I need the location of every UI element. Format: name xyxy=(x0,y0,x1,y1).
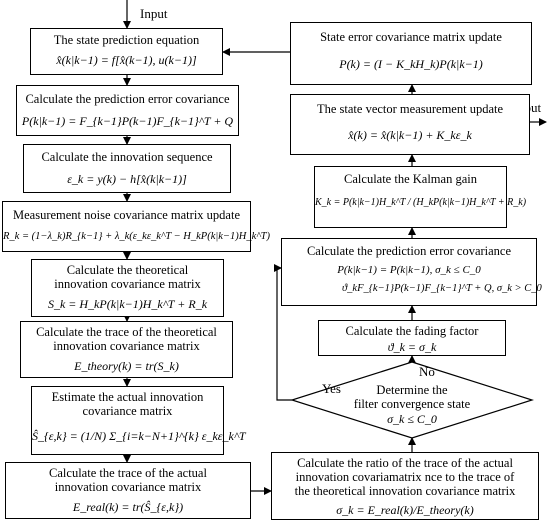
box-equation: E_real(k) = tr(Ŝ_{ε,k}) xyxy=(72,500,184,514)
state-error-covariance-update-box: State error covariance matrix update P(k… xyxy=(290,22,532,85)
box-equation: S_k = H_kP(k|k−1)H_k^T + R_k xyxy=(47,297,208,311)
fading-factor-box: Calculate the fading factor ϑ_k = σ_k xyxy=(318,320,506,356)
box-title: Estimate the actual innovation xyxy=(51,390,204,404)
kalman-gain-box: Calculate the Kalman gain K_k = P(k|k−1)… xyxy=(314,166,527,228)
box-equation: P(k) = (I − K_kH_k)P(k|k−1) xyxy=(339,57,483,71)
diamond-title: Determine the xyxy=(376,383,448,397)
box-title-line2: innovation covariance matrix xyxy=(54,480,202,494)
actual-innovation-estimate-box: Estimate the actual innovation covarianc… xyxy=(31,386,246,455)
box-title: The state vector measurement update xyxy=(316,102,504,116)
box-equation: K_k = P(k|k−1)H_k^T / (H_kP(k|k−1)H_k^T … xyxy=(315,197,527,208)
diamond-title-line2: filter convergence state xyxy=(353,397,471,411)
trace-theoretical-box: Calculate the trace of the theoretical i… xyxy=(20,321,233,378)
box-title-line2: innovation covariamatrix nce to the trac… xyxy=(295,470,515,484)
box-equation: x̂(k|k−1) = f[x̂(k−1), u(k−1)] xyxy=(56,53,197,67)
box-title-line2: innovation covariance matrix xyxy=(53,339,200,353)
convergence-decision-diamond: Determine the filter convergence state σ… xyxy=(292,362,532,438)
box-equation: ϑ_k = σ_k xyxy=(387,340,437,354)
diamond-equation: σ_k ≤ C_0 xyxy=(387,412,437,426)
box-title-line3: the theoretical innovation covariance ma… xyxy=(294,484,516,498)
box-equation: x̂(k) = x̂(k|k−1) + K_kε_k xyxy=(348,128,472,142)
box-title-line2: innovation covariance matrix xyxy=(54,277,201,291)
trace-actual-box: Calculate the trace of the actual innova… xyxy=(5,462,251,519)
box-title: State error covariance matrix update xyxy=(320,30,502,44)
box-equation: P(k|k−1) = F_{k−1}P(k−1)F_{k−1}^T + Q xyxy=(21,114,234,128)
theoretical-innovation-covariance-box: Calculate the theoretical innovation cov… xyxy=(31,259,224,317)
box-title: Calculate the Kalman gain xyxy=(344,172,477,186)
box-equation: R_k = (1−λ_k)R_{k−1} + λ_k(ε_kε_k^T − H_… xyxy=(3,231,271,242)
trace-ratio-box: Calculate the ratio of the trace of the … xyxy=(271,452,539,520)
box-title-line2: covariance matrix xyxy=(82,404,173,418)
box-equation-case2: ϑ_kF_{k−1}P(k−1)F_{k−1}^T + Q, σ_k > C_0 xyxy=(342,283,542,294)
measurement-noise-update-box: Measurement noise covariance matrix upda… xyxy=(2,201,271,252)
box-title: Calculate the theoretical xyxy=(66,263,189,277)
state-vector-measurement-update-box: The state vector measurement update x̂(k… xyxy=(290,94,530,155)
yes-label: Yes xyxy=(322,381,341,396)
box-title: The state prediction equation xyxy=(53,33,200,47)
box-equation: E_theory(k) = tr(S_k) xyxy=(74,359,179,373)
box-equation-case1: P(k|k−1) = P(k|k−1), σ_k ≤ C_0 xyxy=(337,264,481,276)
input-label: Input xyxy=(140,6,168,21)
box-title: Calculate the fading factor xyxy=(345,324,479,338)
box-title: Measurement noise covariance matrix upda… xyxy=(13,208,240,222)
innovation-sequence-box: Calculate the innovation sequence ε_k = … xyxy=(23,144,231,193)
box-title: Calculate the trace of the theoretical xyxy=(36,325,217,339)
prediction-error-covariance-box: Calculate the prediction error covarianc… xyxy=(16,85,239,136)
state-prediction-box: The state prediction equation x̂(k|k−1) … xyxy=(30,28,223,75)
no-label: No xyxy=(419,364,435,379)
box-equation: ε_k = y(k) − h[x̂(k|k−1)] xyxy=(67,172,187,186)
box-title: Calculate the innovation sequence xyxy=(41,150,213,164)
box-equation: Ŝ_{ε,k} = (1/N) Σ_{i=k−N+1}^{k} ε_kε_k^T xyxy=(32,429,246,443)
box-equation: σ_k = E_real(k)/E_theory(k) xyxy=(336,503,474,517)
box-title: Calculate the ratio of the trace of the … xyxy=(297,456,513,470)
prediction-error-covariance-fading-box: Calculate the prediction error covarianc… xyxy=(281,238,542,306)
box-title: Calculate the prediction error covarianc… xyxy=(25,92,230,106)
box-title: Calculate the prediction error covarianc… xyxy=(306,244,512,258)
box-title: Calculate the trace of the actual xyxy=(49,466,207,480)
